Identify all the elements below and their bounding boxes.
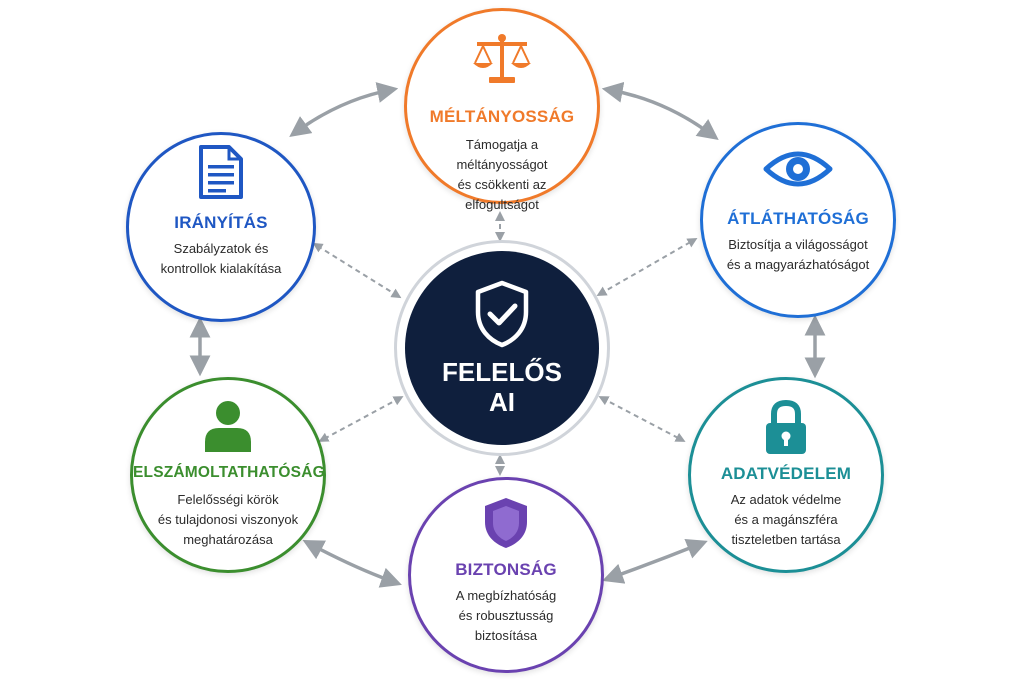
dashed-arrow-center-transparency — [596, 238, 698, 296]
node-title: ELSZÁMOLTATHATÓSÁG — [133, 464, 325, 481]
node-fairness: MÉLTÁNYOSSÁG Támogatja a méltányosságot … — [404, 8, 600, 212]
arrow-fairness-transparency — [601, 81, 719, 141]
dashed-arrow-center-governance — [312, 242, 402, 299]
arrow-security-privacy — [602, 538, 708, 584]
scales-icon — [473, 34, 531, 83]
dashed-arrow-center-privacy — [598, 396, 686, 442]
shield-check-icon — [475, 280, 529, 348]
node-title: ADATVÉDELEM — [720, 464, 852, 483]
center-node: FELELŐS AI — [405, 251, 599, 445]
node-transparency: ÁTLÁTHATÓSÁG Biztosítja a világosságot é… — [700, 122, 896, 318]
center-title: FELELŐS AI — [442, 357, 562, 417]
node-title: IRÁNYÍTÁS — [174, 213, 268, 232]
node-description: Biztosítja a világosságot és a magyarázh… — [726, 237, 870, 272]
person-icon — [205, 401, 251, 452]
shield-icon — [485, 498, 527, 548]
node-security: BIZTONSÁG A megbízhatóság és robusztussá… — [408, 477, 604, 673]
node-privacy: ADATVÉDELEM Az adatok védelme és a magán… — [688, 377, 884, 573]
eye-icon — [763, 151, 833, 187]
node-title: BIZTONSÁG — [455, 560, 557, 579]
dashed-arrow-center-accountability — [318, 396, 404, 442]
node-title: ÁTLÁTHATÓSÁG — [727, 209, 869, 228]
node-description: Az adatok védelme és a magánszféra tiszt… — [730, 492, 842, 547]
node-accountability: ELSZÁMOLTATHATÓSÁG Felelősségi körök és … — [130, 377, 326, 573]
document-icon — [199, 145, 243, 199]
node-governance: IRÁNYÍTÁS Szabályzatok és kontrollok kia… — [126, 132, 316, 322]
lock-icon — [766, 400, 806, 454]
node-description: Támogatja a méltányosságot és csökkenti … — [456, 137, 548, 212]
arrow-governance-fairness — [289, 82, 399, 137]
node-description: Felelősségi körök és tulajdonosi viszony… — [157, 492, 299, 547]
node-description: Szabályzatok és kontrollok kialakítása — [160, 241, 282, 276]
node-description: A megbízhatóság és robusztusság biztosít… — [455, 588, 557, 643]
arrow-accountability-security — [302, 540, 402, 588]
node-title: MÉLTÁNYOSSÁG — [429, 107, 575, 126]
